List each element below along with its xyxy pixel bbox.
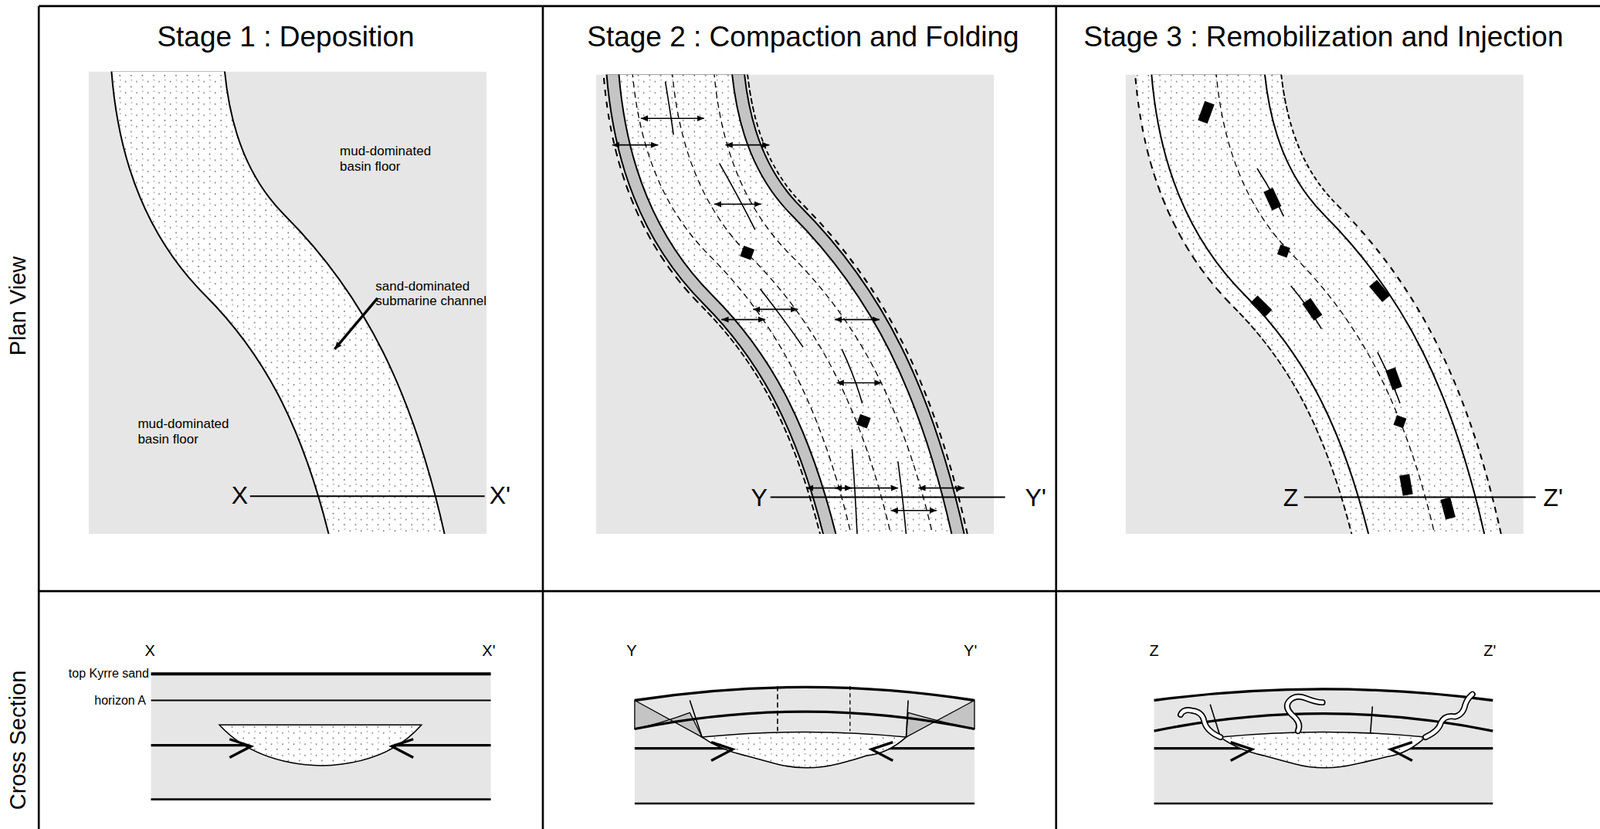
map-label: X [231, 480, 248, 509]
map-label: Y' [963, 640, 977, 659]
map-label: sand-dominated submarine channel [375, 278, 507, 309]
map-label: top Kyrre sand [68, 666, 150, 681]
map-label: Z [1283, 482, 1299, 512]
map-label: Z' [1542, 482, 1563, 512]
stage-title: Stage 2 : Compaction and Folding [586, 20, 1019, 54]
map-label: mud-dominated basin floor [339, 144, 445, 175]
row-title: Cross Section [5, 670, 31, 811]
map-label: Y [626, 640, 637, 659]
stage-title: Stage 3 : Remobilization and Injection [1083, 20, 1563, 54]
map-label: horizon A [94, 692, 146, 707]
cross-section-1 [151, 673, 492, 800]
map-label: X' [481, 640, 495, 659]
stage-title: Stage 1 : Deposition [156, 20, 414, 54]
map-label: Y [750, 482, 767, 512]
map-label: X [145, 640, 156, 659]
cross-section-2 [634, 685, 975, 804]
map-label: Z' [1483, 640, 1496, 659]
cross-section-3 [1154, 688, 1494, 804]
map-label: X' [489, 480, 511, 509]
panel-frame [38, 6, 1600, 829]
plan-stage3 [1125, 74, 1524, 534]
plan-stage2 [596, 74, 994, 534]
map-label: mud-dominated basin floor [137, 416, 242, 447]
map-label: Z [1149, 640, 1159, 659]
row-title: Plan View [5, 256, 31, 356]
map-label: Y' [1025, 482, 1047, 512]
